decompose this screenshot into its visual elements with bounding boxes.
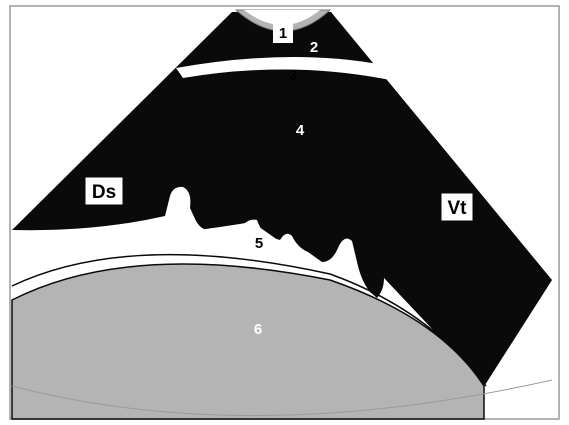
label-vt: Vt	[448, 198, 468, 219]
label-3: 3	[289, 67, 297, 84]
label-2: 2	[310, 39, 318, 56]
label-5: 5	[255, 235, 263, 252]
label-ds: Ds	[92, 182, 116, 203]
label-1: 1	[279, 25, 287, 42]
label-6: 6	[254, 321, 262, 338]
label-4: 4	[296, 122, 305, 139]
